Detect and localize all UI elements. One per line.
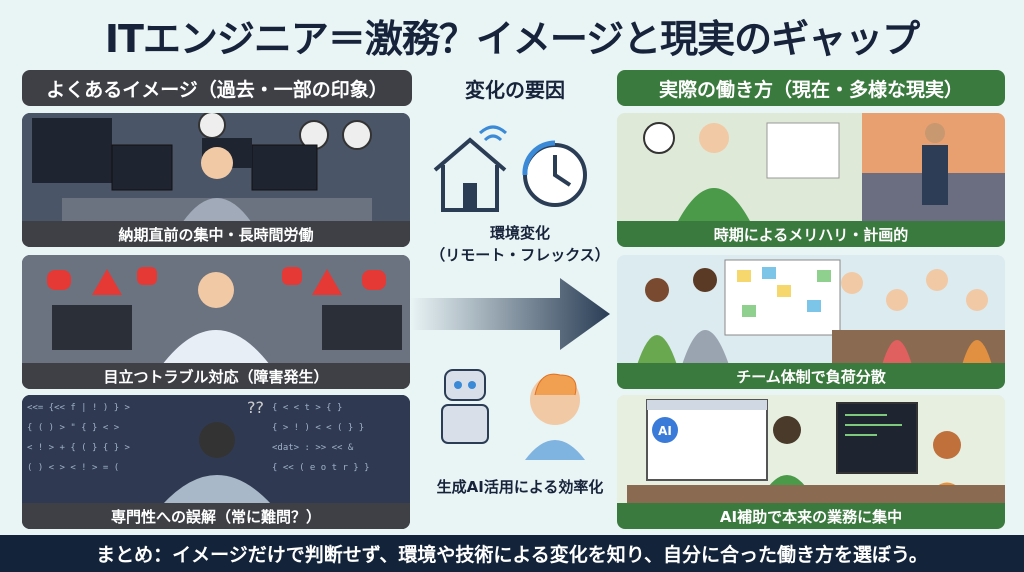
arrow-right-icon [410, 278, 610, 350]
overworked-engineer-illustration [22, 113, 410, 223]
team-meeting-illustration [617, 255, 1005, 365]
svg-text:{ < < t > { }: { < < t > { } [272, 403, 342, 413]
panel-planned-work: 時期によるメリハリ・計画的 [617, 113, 1005, 247]
caption: 専門性への誤解（常に難問？） [22, 503, 410, 529]
panel-team: チーム体制で負荷分散 [617, 255, 1005, 389]
panel-trouble: 目立つトラブル対応（障害発生） [22, 255, 410, 389]
svg-text:{ ( ) > " { } < >: { ( ) > " { } < > [27, 423, 120, 433]
ai-efficiency-label: 生成AI活用による効率化 [436, 478, 604, 496]
svg-text:{ << ( e o t r } }: { << ( e o t r } } [272, 463, 370, 473]
svg-text:( ) < > < ! > = (: ( ) < > < ! > = ( [27, 463, 119, 473]
caption: 納期直前の集中・長時間労働 [22, 221, 410, 247]
svg-text:{ > ! ) < < ( } }: { > ! ) < < ( } } [272, 423, 364, 433]
planned-work-illustration [617, 113, 1005, 223]
reality-header: 実際の働き方（現在・多様な現実） [617, 70, 1005, 106]
caption: 目立つトラブル対応（障害発生） [22, 363, 410, 389]
panel-long-hours: 納期直前の集中・長時間労働 [22, 113, 410, 247]
clock-cycle-icon [522, 140, 587, 207]
trouble-alert-illustration [22, 255, 410, 365]
image-header: よくあるイメージ（過去・一部の印象） [22, 70, 412, 106]
factors-header: 変化の要因 [465, 78, 565, 102]
caption: 時期によるメリハリ・計画的 [617, 221, 1005, 247]
page-title: ITエンジニア＝激務？イメージと現実のギャップ [104, 17, 920, 61]
robot-brain-icon [441, 369, 585, 460]
panel-ai-assist: AI AI補助で本来の業務に集中 [617, 395, 1005, 529]
ai-assisted-work-illustration: AI [617, 395, 1005, 505]
panel-misconception: <<= {<< f | ! ) } > { ( ) > " { } < > < ! … [22, 395, 410, 529]
caption: AI補助で本来の業務に集中 [617, 503, 1005, 529]
confused-engineer-illustration: <<= {<< f | ! ) } > { ( ) > " { } < > < ! … [22, 395, 410, 505]
svg-text:??: ?? [247, 398, 264, 417]
svg-text:<<= {<< f | ! ) } >: <<= {<< f | ! ) } > [27, 403, 131, 413]
svg-text:< ! > + { ( } { } >: < ! > + { ( } { } > [27, 443, 131, 453]
summary-footer: まとめ：イメージだけで判断せず、環境や技術による変化を知り、自分に合った働き方を… [0, 535, 1024, 572]
env-change-sublabel: （リモート・フレックス） [430, 246, 610, 264]
caption: チーム体制で負荷分散 [617, 363, 1005, 389]
svg-text:<dat> : >> << &: <dat> : >> << & [272, 443, 354, 453]
ai-screen-label: AI [658, 424, 672, 438]
env-change-label: 環境変化 [489, 224, 550, 242]
house-wifi-icon [433, 125, 508, 212]
